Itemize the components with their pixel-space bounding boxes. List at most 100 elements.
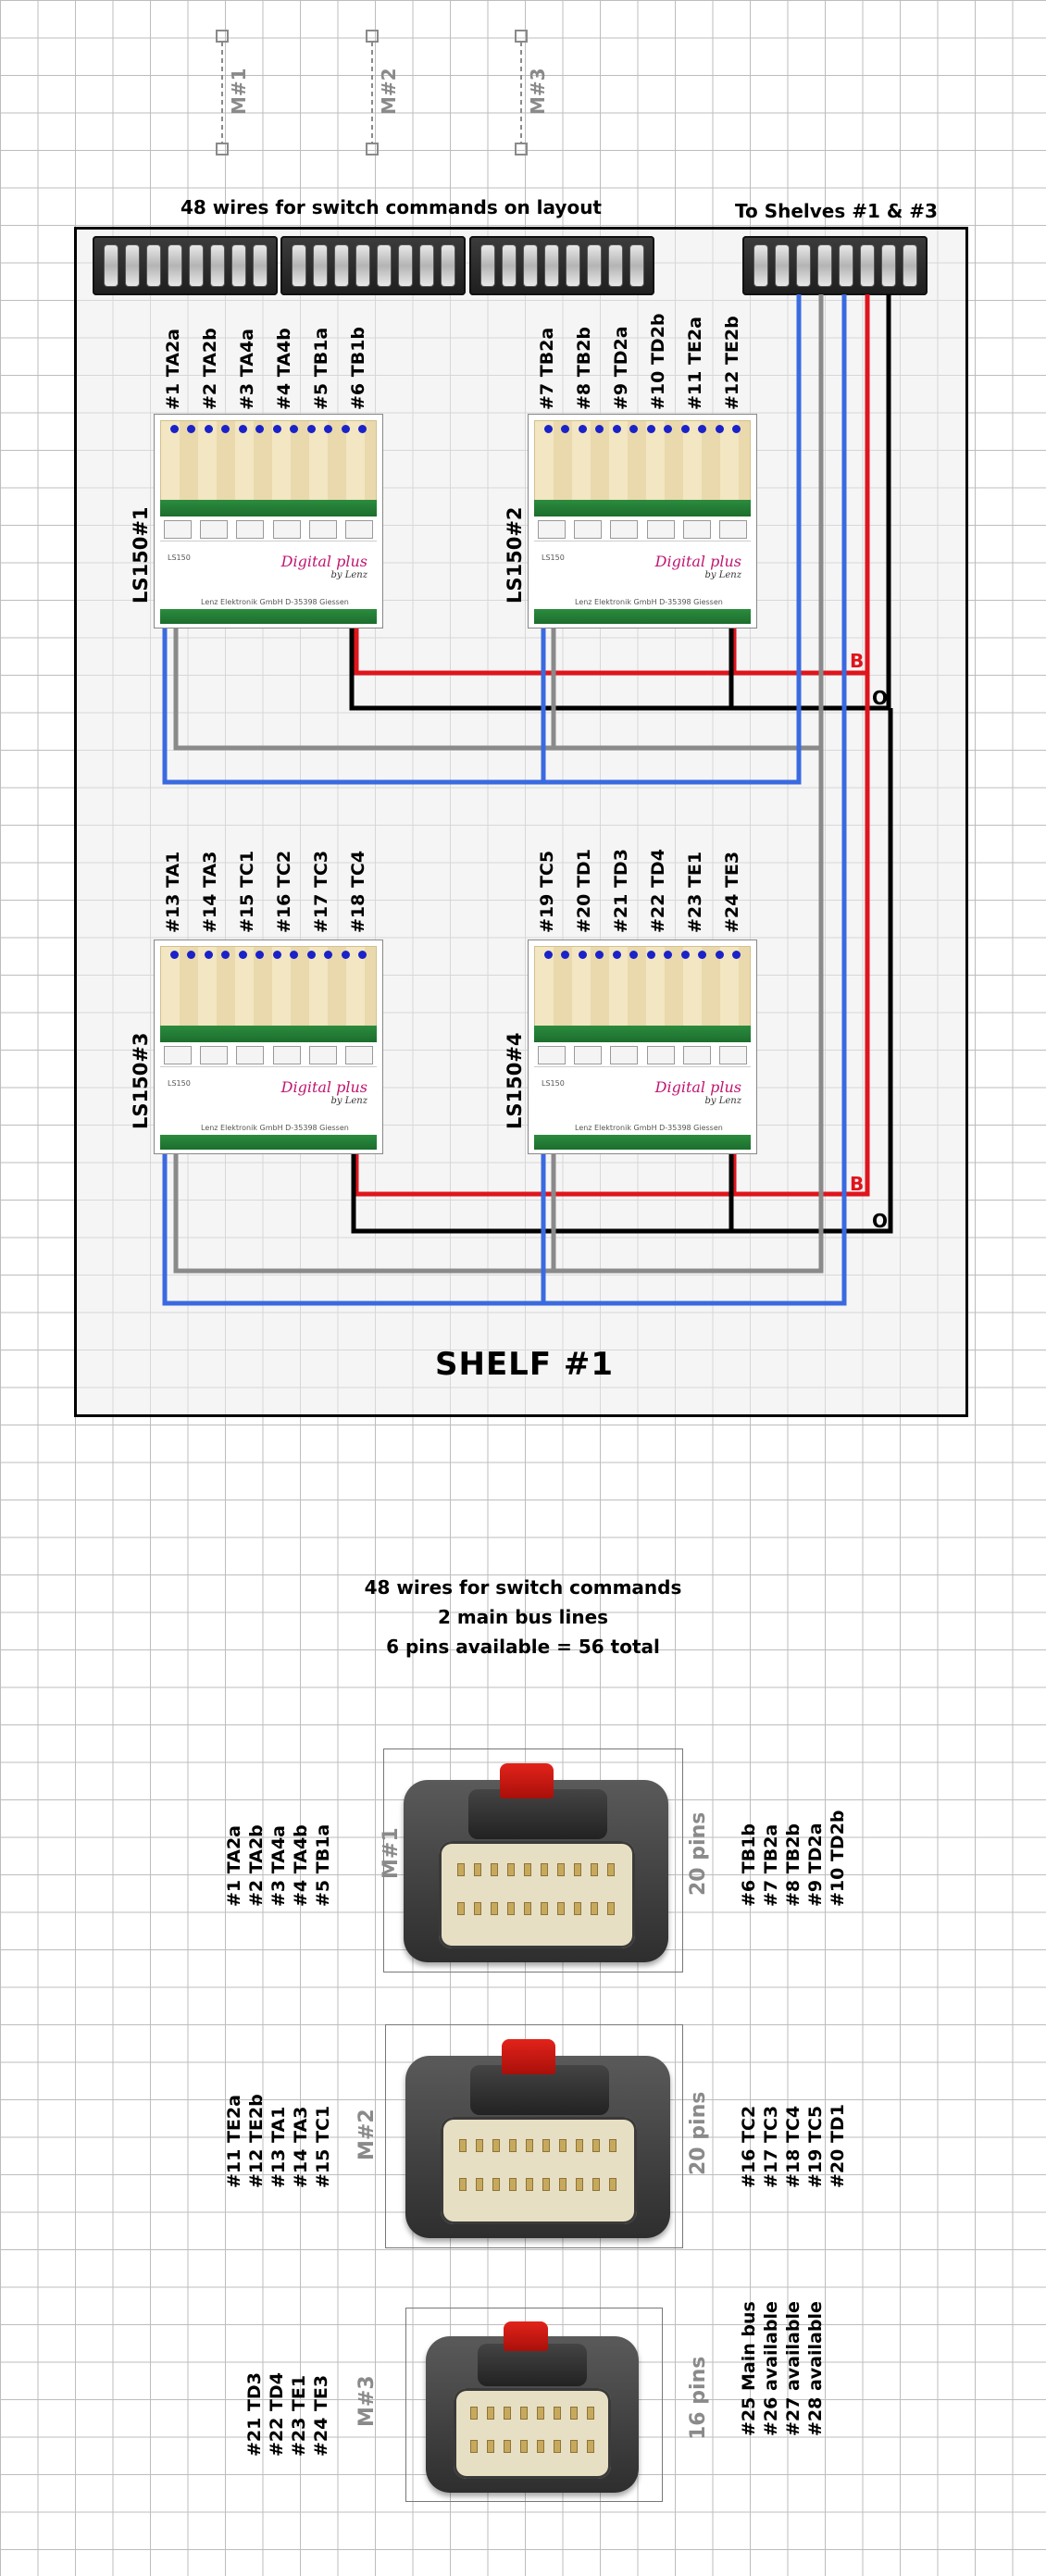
module-4-output-2: #20 TD1 bbox=[574, 849, 594, 933]
shelf-heading-left: 48 wires for switch commands on layout bbox=[181, 196, 602, 218]
connector-m2-right-5: #20 TD1 bbox=[828, 2104, 848, 2188]
module-2-output-1: #7 TB2a bbox=[537, 327, 557, 410]
terminal-block-3 bbox=[469, 236, 654, 295]
connector-m2-name: M#2 bbox=[355, 2109, 379, 2160]
shelf-heading-right: To Shelves #1 & #3 bbox=[735, 200, 938, 222]
connector-m3-name: M#3 bbox=[355, 2375, 379, 2427]
module-1-output-2: #2 TA2b bbox=[200, 328, 220, 410]
summary-line-1: 48 wires for switch commands bbox=[364, 1576, 682, 1599]
module-brand: Digital bbox=[654, 1078, 706, 1096]
module-model: LS150 bbox=[168, 554, 191, 562]
module-3-output-4: #16 TC2 bbox=[274, 850, 294, 933]
shelf-title: SHELF #1 bbox=[435, 1346, 615, 1383]
terminal-block-shelves bbox=[742, 236, 928, 295]
module-3-output-1: #13 TA1 bbox=[163, 851, 183, 933]
connector-m2-right-2: #17 TC3 bbox=[761, 2105, 781, 2188]
connector-m2-pins: 20 pins bbox=[687, 2091, 710, 2175]
connector-m1-left-2: #2 TA2b bbox=[246, 1824, 267, 1907]
connector-m1-right-5: #10 TD2b bbox=[828, 1810, 848, 1907]
module-maker: Lenz Elektronik GmbH D-35398 Giessen bbox=[201, 1124, 349, 1132]
module-3-output-5: #17 TC3 bbox=[311, 850, 331, 933]
module-2-output-2: #8 TB2b bbox=[574, 326, 594, 410]
connector-m3-right-3: #27 available bbox=[783, 2301, 803, 2436]
module-model: LS150 bbox=[542, 554, 565, 562]
connector-m2-frame bbox=[385, 2024, 683, 2248]
module-1-output-1: #1 TA2a bbox=[163, 329, 183, 410]
connector-m1-left-1: #1 TA2a bbox=[224, 1825, 244, 1907]
connector-m2-right-4: #19 TC5 bbox=[805, 2105, 826, 2188]
module-model: LS150 bbox=[168, 1079, 191, 1088]
connector-m3-left-4: #24 TE3 bbox=[311, 2374, 331, 2457]
connector-m2-image bbox=[405, 2039, 670, 2238]
module-by: by Lenz bbox=[704, 1095, 742, 1106]
summary-line-2: 2 main bus lines bbox=[437, 1606, 609, 1628]
connector-m1-right-1: #6 TB1b bbox=[739, 1823, 759, 1907]
module-maker: Lenz Elektronik GmbH D-35398 Giessen bbox=[201, 598, 349, 606]
module-1-output-3: #3 TA4a bbox=[237, 329, 257, 410]
module-4-output-6: #24 TE3 bbox=[722, 851, 742, 933]
module-by: by Lenz bbox=[704, 569, 742, 580]
module-3-output-2: #14 TA3 bbox=[200, 851, 220, 933]
module-brand-sub: plus bbox=[336, 553, 367, 570]
module-1-output-6: #6 TB1b bbox=[348, 326, 368, 410]
module-brand: Digital bbox=[654, 553, 706, 570]
module-1-output-4: #4 TA4b bbox=[274, 328, 294, 410]
module-4-name: LS150#4 bbox=[504, 1032, 526, 1129]
connector-m1-left-3: #3 TA4a bbox=[268, 1825, 289, 1907]
module-brand-sub: plus bbox=[710, 1078, 741, 1096]
connector-m2-left-3: #13 TA1 bbox=[268, 2106, 289, 2188]
connector-m2-left-4: #14 TA3 bbox=[291, 2106, 311, 2188]
module-brand-sub: plus bbox=[710, 553, 741, 570]
bus-marker-o-upper: O bbox=[872, 687, 889, 709]
module-2-output-3: #9 TD2a bbox=[611, 326, 631, 410]
connector-m2-left-1: #11 TE2a bbox=[224, 2095, 244, 2188]
connector-m1-right-4: #9 TD2a bbox=[805, 1823, 826, 1907]
connector-m3-left-1: #21 TD3 bbox=[244, 2372, 265, 2457]
terminal-block-2 bbox=[280, 236, 466, 295]
connector-m1-right-2: #7 TB2a bbox=[761, 1823, 781, 1907]
module-3-name: LS150#3 bbox=[130, 1032, 152, 1129]
connector-m1-name: M#1 bbox=[380, 1827, 403, 1879]
connector-m2-right-3: #18 TC4 bbox=[783, 2105, 803, 2188]
connector-m3-right-4: #28 available bbox=[805, 2301, 826, 2436]
module-4-output-4: #22 TD4 bbox=[648, 849, 668, 933]
module-model: LS150 bbox=[542, 1079, 565, 1088]
module-by: by Lenz bbox=[330, 569, 368, 580]
connector-m1-frame bbox=[383, 1748, 683, 1972]
bus-marker-b-lower: B bbox=[850, 1173, 865, 1195]
module-maker: Lenz Elektronik GmbH D-35398 Giessen bbox=[575, 598, 723, 606]
module-brand-sub: plus bbox=[336, 1078, 367, 1096]
module-by: by Lenz bbox=[330, 1095, 368, 1106]
module-4-output-5: #23 TE1 bbox=[685, 851, 705, 933]
wiring-diagram bbox=[162, 294, 893, 1306]
module-4-output-3: #21 TD3 bbox=[611, 849, 631, 933]
module-3-output-3: #15 TC1 bbox=[237, 850, 257, 933]
bus-marker-b-upper: B bbox=[850, 650, 865, 672]
summary-line-3: 6 pins available = 56 total bbox=[386, 1636, 660, 1658]
connector-m1-right-3: #8 TB2b bbox=[783, 1823, 803, 1907]
module-brand: Digital bbox=[280, 1078, 332, 1096]
connector-m1-image bbox=[404, 1763, 668, 1962]
module-2-output-5: #11 TE2a bbox=[685, 317, 705, 410]
connector-m1-pins: 20 pins bbox=[687, 1811, 710, 1896]
module-1-name: LS150#1 bbox=[130, 506, 152, 604]
module-2-name: LS150#2 bbox=[504, 506, 526, 604]
terminal-block-1 bbox=[93, 236, 278, 295]
top-marker-leads bbox=[216, 30, 528, 156]
connector-m3-right-2: #26 available bbox=[761, 2301, 781, 2436]
module-maker: Lenz Elektronik GmbH D-35398 Giessen bbox=[575, 1124, 723, 1132]
connector-m3-frame bbox=[405, 2308, 663, 2502]
connector-m3-pins: 16 pins bbox=[687, 2356, 710, 2440]
module-2-output-4: #10 TD2b bbox=[648, 313, 668, 410]
bus-marker-o-lower: O bbox=[872, 1210, 889, 1232]
connector-m2-left-2: #12 TE2b bbox=[246, 2094, 267, 2188]
connector-m3-left-3: #23 TE1 bbox=[289, 2374, 309, 2457]
connector-m3-right-1: #25 Main bus bbox=[739, 2301, 759, 2436]
connector-m1-left-4: #4 TA4b bbox=[291, 1824, 311, 1907]
module-2-output-6: #12 TE2b bbox=[722, 316, 742, 410]
connector-m3-image bbox=[426, 2321, 639, 2493]
connector-m2-left-5: #15 TC1 bbox=[313, 2105, 333, 2188]
